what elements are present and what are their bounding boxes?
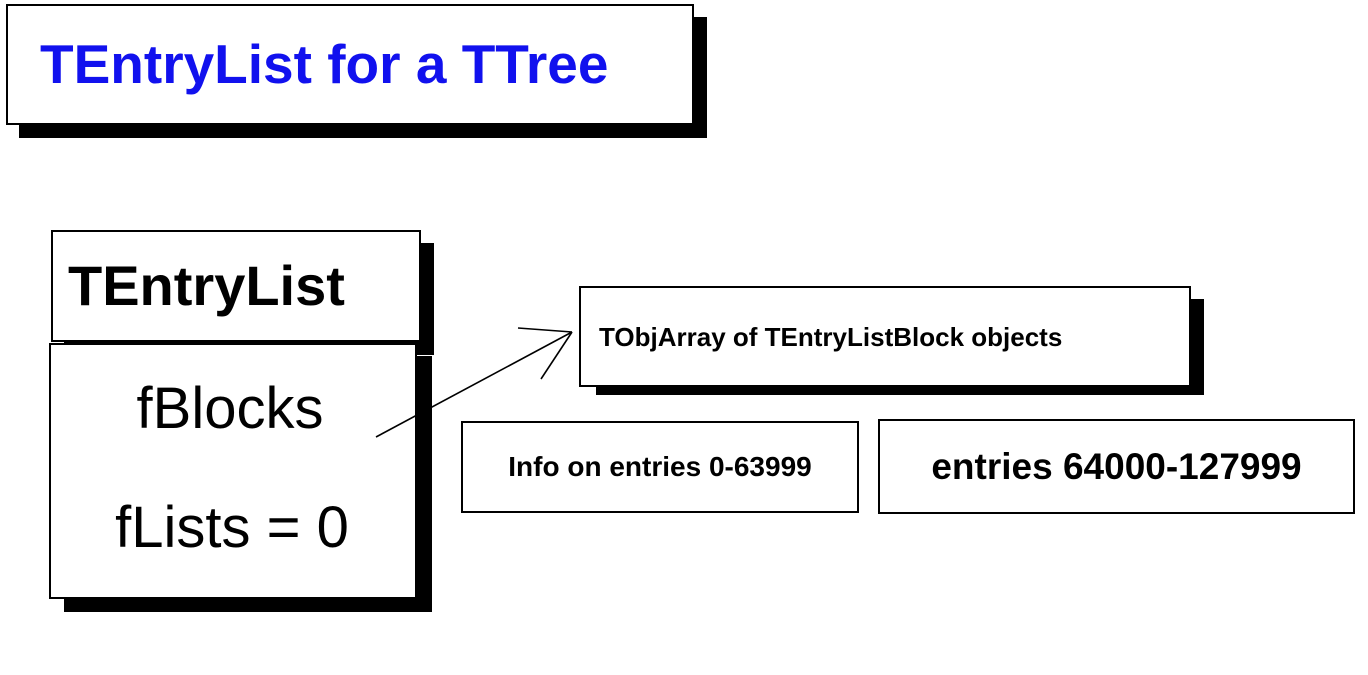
entrylist-field-fblocks: fBlocks [136, 375, 324, 441]
arrow-head-barb-upper [517, 327, 573, 333]
entry-block-box-second: entries 64000-127999 [878, 419, 1355, 514]
entrylist-field-flists: fLists = 0 [115, 494, 349, 560]
arrow-head-barb-lower [540, 331, 573, 380]
entrylist-class-name: TEntryList [68, 254, 345, 317]
page-title: TEntryList for a TTree [40, 33, 609, 95]
entry-block-box-first: Info on entries 0-63999 [461, 421, 859, 513]
title-box: TEntryList for a TTree [6, 4, 694, 125]
entry-block-label-first: Info on entries 0-63999 [508, 451, 812, 482]
entrylist-class-body: fBlocks fLists = 0 [49, 343, 417, 599]
entrylist-class-header: TEntryList [51, 230, 421, 342]
entry-block-label-second: entries 64000-127999 [931, 446, 1302, 487]
tobjarray-box: TObjArray of TEntryListBlock objects [579, 286, 1191, 387]
tobjarray-label: TObjArray of TEntryListBlock objects [599, 321, 1063, 352]
